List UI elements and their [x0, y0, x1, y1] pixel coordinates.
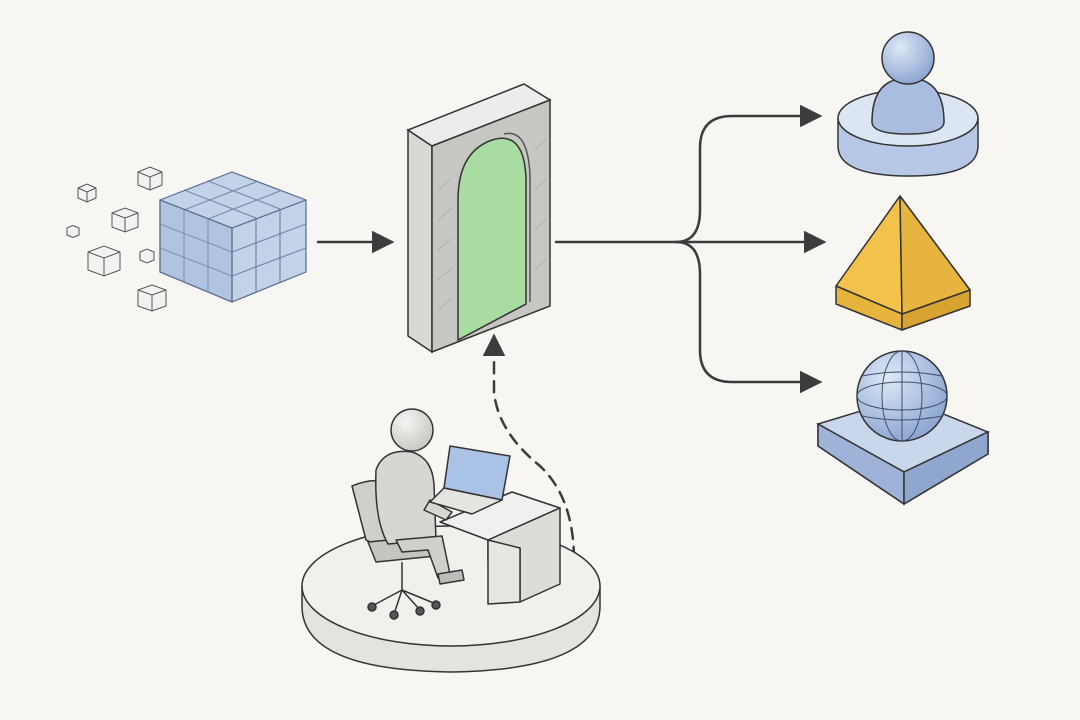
- person-at-desk-icon: [301, 408, 601, 673]
- arrow-to-globe: [674, 240, 823, 394]
- small-cube-icon: [66, 166, 167, 312]
- cube-cluster-icon: [66, 166, 307, 312]
- connector-lines: [316, 104, 827, 630]
- person-pawn-icon: [837, 31, 979, 177]
- pyramid-icon: [835, 195, 971, 331]
- cube-block: [159, 171, 307, 303]
- globe-icon: [816, 350, 990, 506]
- arrow-to-person: [674, 104, 823, 244]
- archway-icon: [406, 83, 552, 354]
- arrow-developer-to-gateway: [482, 333, 576, 630]
